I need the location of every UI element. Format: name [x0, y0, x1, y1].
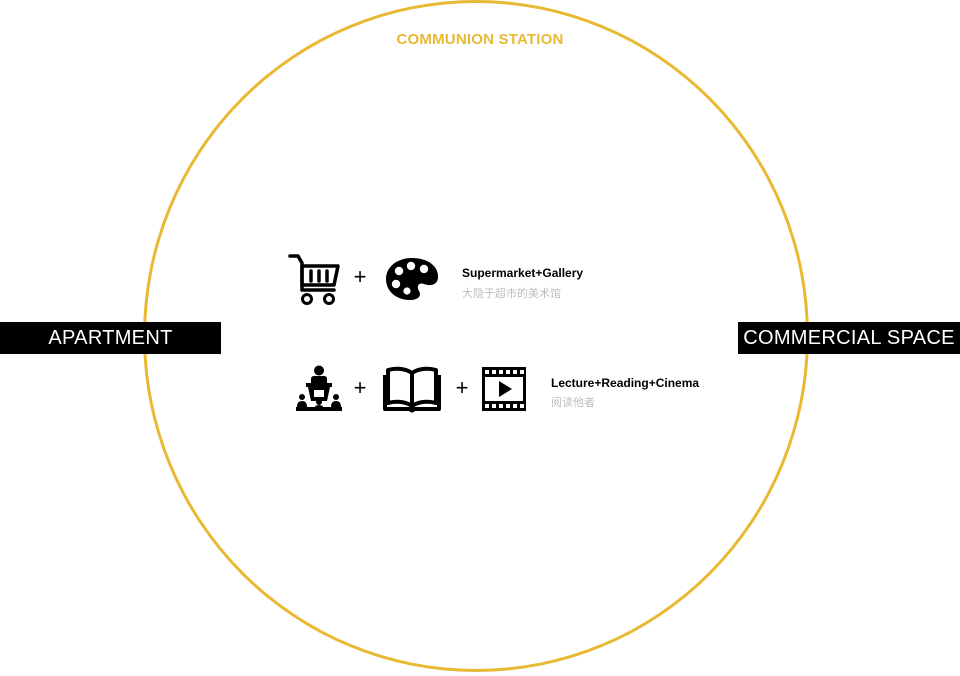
- plus-operator: +: [455, 375, 469, 400]
- plus-operator: +: [353, 264, 367, 289]
- combo-title-lecture-reading-cinema: Lecture+Reading+Cinema: [551, 376, 700, 390]
- shopping-cart-icon: [288, 254, 340, 305]
- lecture-podium-icon: [296, 365, 342, 411]
- open-book-icon: [383, 366, 441, 413]
- circle-title: COMMUNION STATION: [396, 31, 564, 48]
- combo-subtitle-supermarket-gallery: 大隐于超市的美术馆: [462, 288, 561, 300]
- film-play-icon: [482, 367, 526, 411]
- plus-operator: +: [353, 375, 367, 400]
- apartment-label: APARTMENT: [0, 322, 221, 354]
- palette-icon: [386, 258, 439, 300]
- commercial-space-label: COMMERCIAL SPACE: [738, 322, 960, 354]
- combo-subtitle-lecture-reading-cinema: 阅读他者: [551, 397, 595, 409]
- communion-station-ring: [143, 0, 809, 672]
- combo-title-supermarket-gallery: Supermarket+Gallery: [462, 266, 584, 280]
